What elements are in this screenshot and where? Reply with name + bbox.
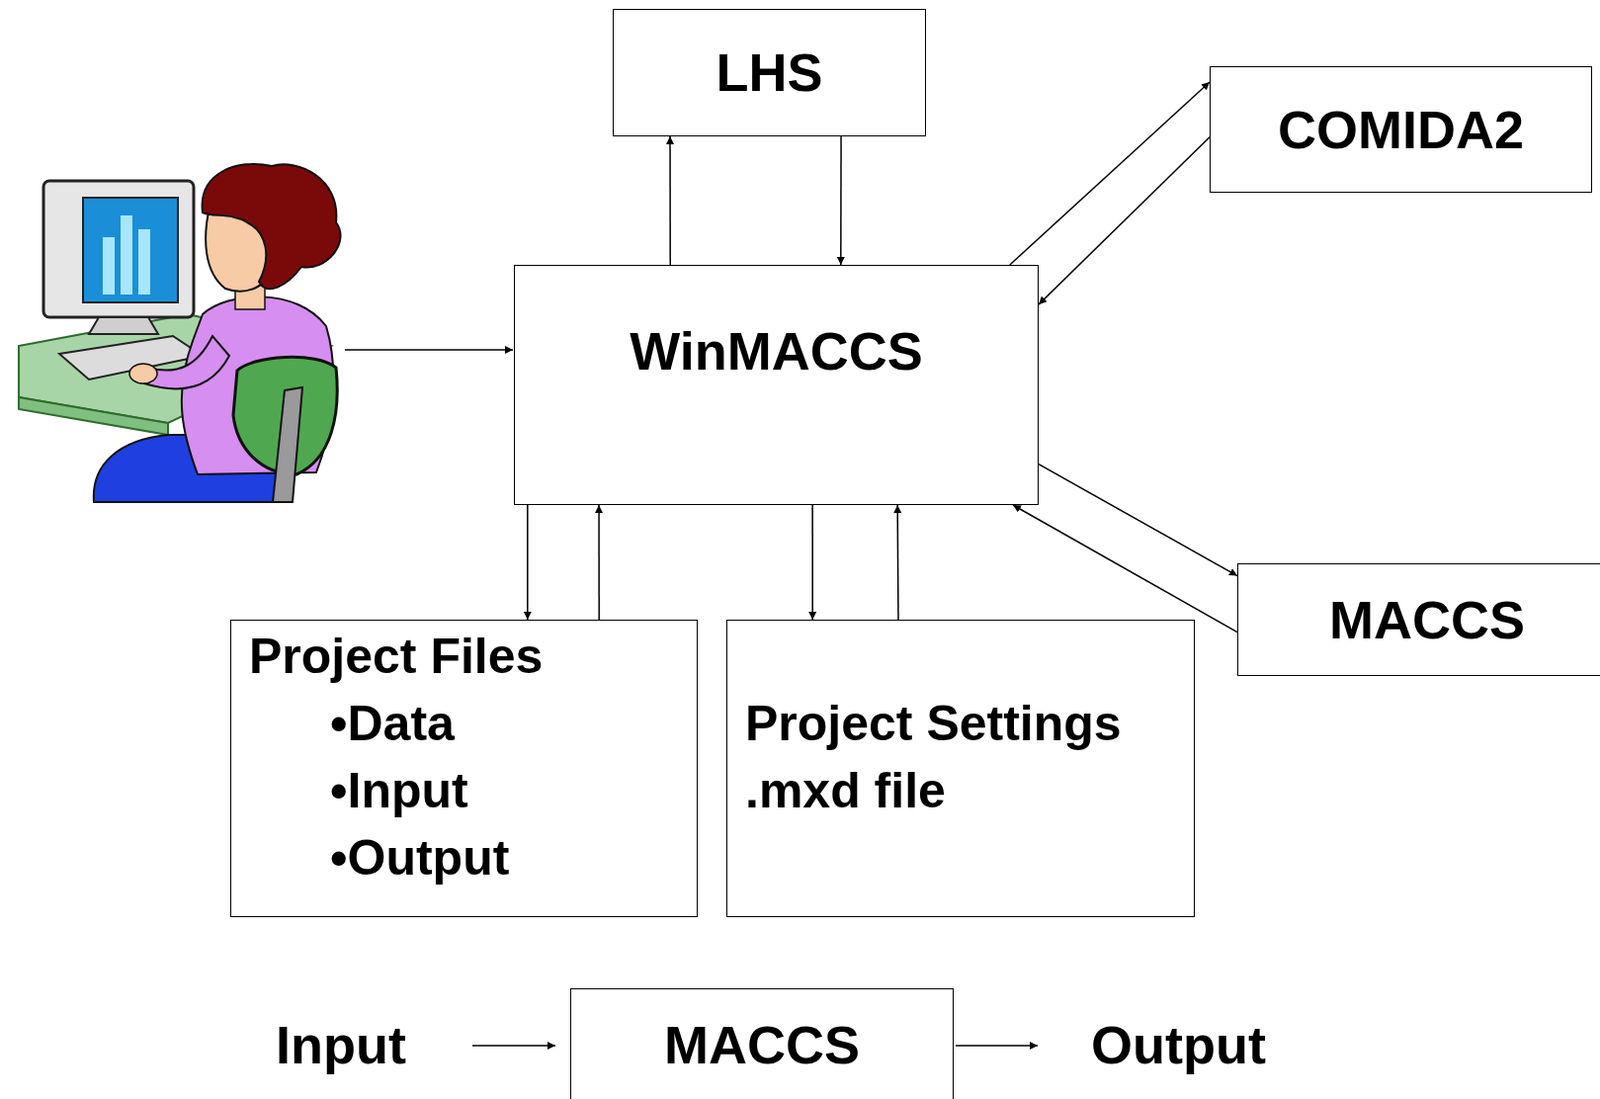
- box-title: LHS: [716, 40, 824, 105]
- tool-box: COMIDA2: [1209, 66, 1593, 193]
- flow-label: Input: [275, 1017, 407, 1072]
- files-box: Project Files•Data•Input•Output: [230, 619, 698, 918]
- box-text: •Data: [249, 689, 455, 758]
- input-arrow: [472, 1044, 556, 1047]
- connector-arrow: [1038, 137, 1210, 305]
- flow-label: Output: [1091, 1017, 1266, 1072]
- tool-box: MACCS: [1237, 563, 1600, 676]
- connector-arrow: [526, 505, 529, 620]
- connector-arrow: [896, 505, 899, 620]
- connector-arrow: [811, 505, 814, 620]
- connector-arrow: [1010, 82, 1210, 265]
- connector-arrow: [1012, 505, 1238, 633]
- box-title: WinMACCS: [629, 319, 923, 384]
- tool-box: LHS: [612, 8, 927, 137]
- box-title: COMIDA2: [1277, 97, 1524, 163]
- box-title: MACCS: [664, 1012, 860, 1078]
- output-arrow: [955, 1044, 1038, 1047]
- settings-box: Project Settings.mxd file: [726, 619, 1195, 918]
- box-title: MACCS: [1329, 588, 1525, 653]
- connector-arrow: [1038, 464, 1238, 577]
- box-title: Project Files: [249, 622, 543, 690]
- connector-arrow: [840, 136, 843, 265]
- user-at-computer-icon: [18, 164, 341, 503]
- box-text: •Output: [249, 824, 509, 892]
- main-program-box: WinMACCS: [513, 264, 1039, 506]
- box-text: •Input: [249, 757, 469, 825]
- box-text: .mxd file: [745, 757, 946, 825]
- program-box: MACCS: [570, 988, 954, 1099]
- connector-arrow: [669, 136, 672, 265]
- user-input-arrow: [344, 348, 513, 351]
- connector-arrow: [597, 505, 600, 620]
- box-title: Project Settings: [745, 689, 1122, 758]
